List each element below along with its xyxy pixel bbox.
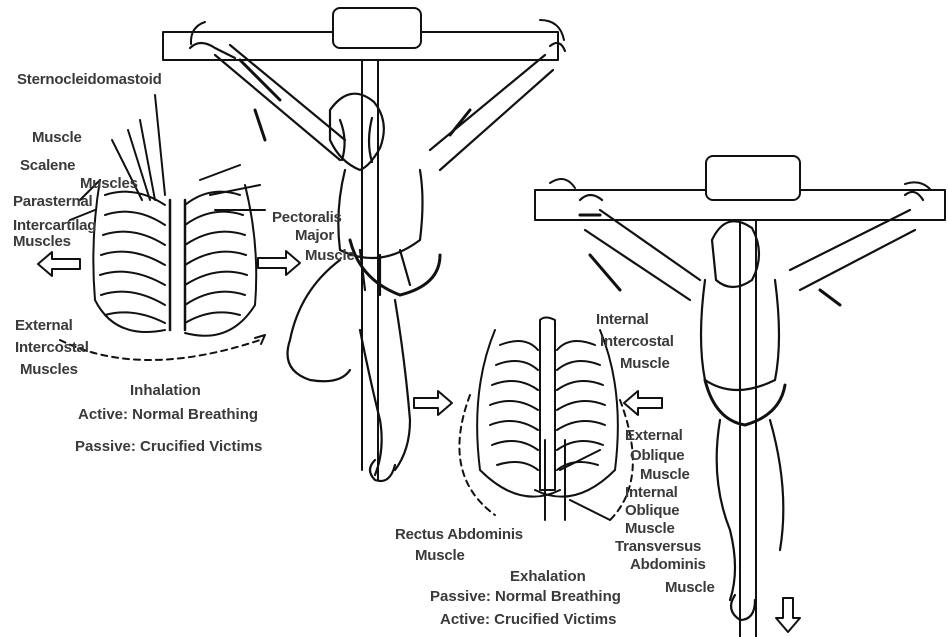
label-rectus-abdominis: Rectus Abdominis [395,527,523,543]
label-major: Major [295,228,334,244]
arrow-left-icon [624,391,662,415]
label-external-oblique-1: External [625,428,683,444]
label-transversus: Transversus [615,539,701,555]
label-pectoralis: Pectoralis [272,210,342,226]
label-internal-oblique-1: Internal [625,485,678,501]
label-parasternal: Parasternal [13,194,93,210]
label-pectoralis-muscle: Muscle [305,248,355,264]
label-muscle: Muscle [32,130,82,146]
label-scalene: Scalene [20,158,75,174]
label-internal-oblique-2: Oblique [625,503,679,519]
label-intercartilaginous: Intercartilag [13,218,96,234]
label-internal-intercostal-muscle: Muscle [620,356,670,372]
label-rectus-muscle: Muscle [415,548,465,564]
label-external-oblique-muscle: Muscle [640,467,690,483]
label-abdominis: Abdominis [630,557,706,573]
label-internal-intercostal-1: Internal [596,312,649,328]
label-parasternal-muscles: Muscles [13,234,71,250]
label-sternocleidomastoid: Sternocleidomastoid [17,72,162,88]
label-internal-intercostal-2: Intercostal [600,334,674,350]
label-scalene-muscles: Muscles [80,176,138,192]
label-transversus-muscle: Muscle [665,580,715,596]
label-external: External [15,318,73,334]
label-intercostal: Intercostal [15,340,89,356]
caption-inhalation-passive: Passive: Crucified Victims [75,438,262,455]
label-external-muscles: Muscles [20,362,78,378]
caption-inhalation: Inhalation [130,382,201,399]
arrow-down-icon [776,598,800,632]
arrow-right-icon [258,251,300,275]
label-external-oblique-2: Oblique [630,448,684,464]
arrow-right-icon [414,391,452,415]
label-internal-oblique-muscle: Muscle [625,521,675,537]
caption-exhalation: Exhalation [510,568,586,585]
caption-inhalation-active: Active: Normal Breathing [78,406,258,423]
caption-exhalation-passive: Passive: Normal Breathing [430,588,621,605]
caption-exhalation-active: Active: Crucified Victims [440,611,616,628]
arrow-left-icon [38,252,80,276]
right-cross [535,156,945,637]
